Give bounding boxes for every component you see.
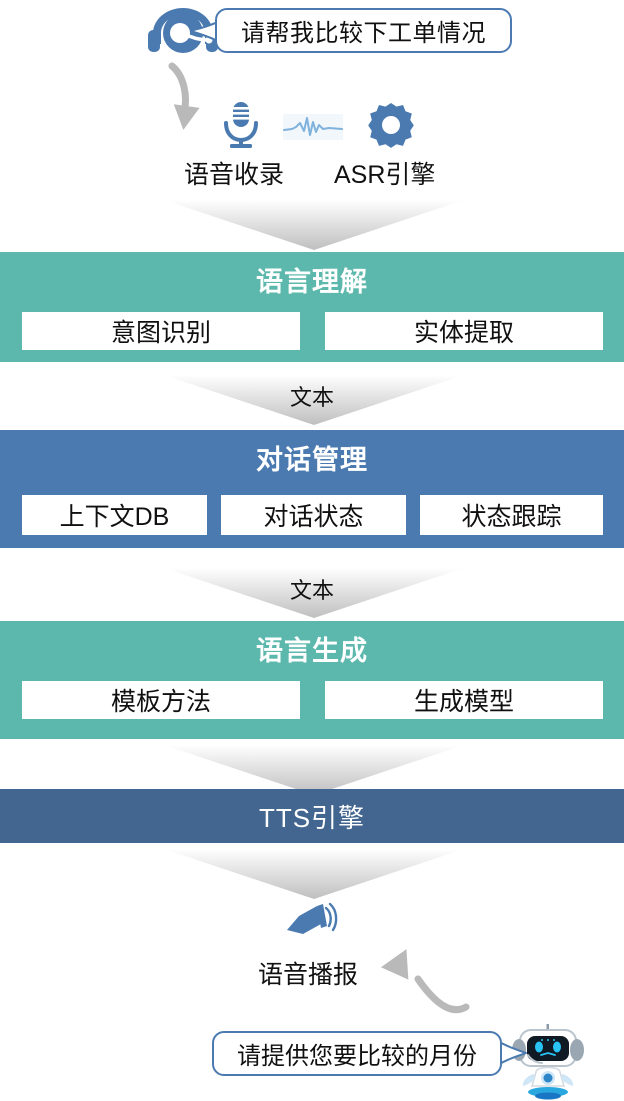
gear-icon	[368, 103, 414, 148]
module-item-label: 对话状态	[263, 503, 364, 531]
module-item-entity-extraction[interactable]: 实体提取	[325, 312, 603, 350]
module-language-generation: 语言生成 模板方法 生成模型	[0, 621, 624, 739]
headset-icon	[148, 8, 218, 53]
connector-label-text-1: 文本	[289, 385, 334, 410]
module-item-context-db[interactable]: 上下文DB	[22, 495, 207, 535]
module-item-dialog-state[interactable]: 对话状态	[221, 495, 406, 535]
module-tts-engine: TTS引擎	[0, 789, 624, 843]
chevron-dm-to-nlg	[164, 568, 464, 618]
module-item-generative-model[interactable]: 生成模型	[325, 681, 603, 719]
connector-label-text-2: 文本	[289, 578, 334, 603]
user-utterance-text: 请帮我比较下工单情况	[241, 20, 486, 47]
bot-speech-bubble: 请提供您要比较的月份	[212, 1031, 502, 1076]
module-dialog-management: 对话管理 上下文DB 对话状态 状态跟踪	[0, 430, 624, 548]
chevron-tts-to-output	[164, 849, 464, 899]
module-item-label: 状态跟踪	[461, 503, 562, 531]
asr-engine-label: ASR引擎	[334, 161, 436, 189]
chevron-asr-to-nlu	[164, 200, 464, 250]
module-title: 语言生成	[256, 636, 368, 666]
waveform-icon	[283, 114, 343, 140]
chevron-nlg-to-tts	[164, 745, 464, 795]
microphone-icon	[224, 102, 258, 148]
module-item-intent-recognition[interactable]: 意图识别	[22, 312, 300, 350]
user-speech-bubble: 请帮我比较下工单情况	[215, 8, 512, 53]
voice-output-label: 语音播报	[258, 961, 359, 989]
module-item-template-method[interactable]: 模板方法	[22, 681, 300, 719]
module-title: 对话管理	[256, 445, 368, 475]
curved-arrow-up-icon	[380, 949, 470, 1014]
module-item-label: 意图识别	[110, 319, 211, 347]
curved-arrow-down-icon	[168, 62, 200, 130]
module-item-label: 模板方法	[110, 688, 211, 716]
speaker-icon	[287, 902, 338, 934]
voice-capture-label: 语音收录	[184, 161, 285, 189]
module-item-label: 实体提取	[413, 319, 514, 347]
module-item-label: 生成模型	[413, 688, 514, 716]
module-title: 语言理解	[256, 267, 368, 297]
chevron-nlu-to-dm	[164, 375, 464, 425]
module-language-understanding: 语言理解 意图识别 实体提取	[0, 252, 624, 362]
module-title: TTS引擎	[258, 802, 366, 833]
module-item-label: 上下文DB	[59, 503, 170, 531]
module-item-state-tracking[interactable]: 状态跟踪	[420, 495, 603, 535]
bot-utterance-text: 请提供您要比较的月份	[237, 1043, 477, 1070]
